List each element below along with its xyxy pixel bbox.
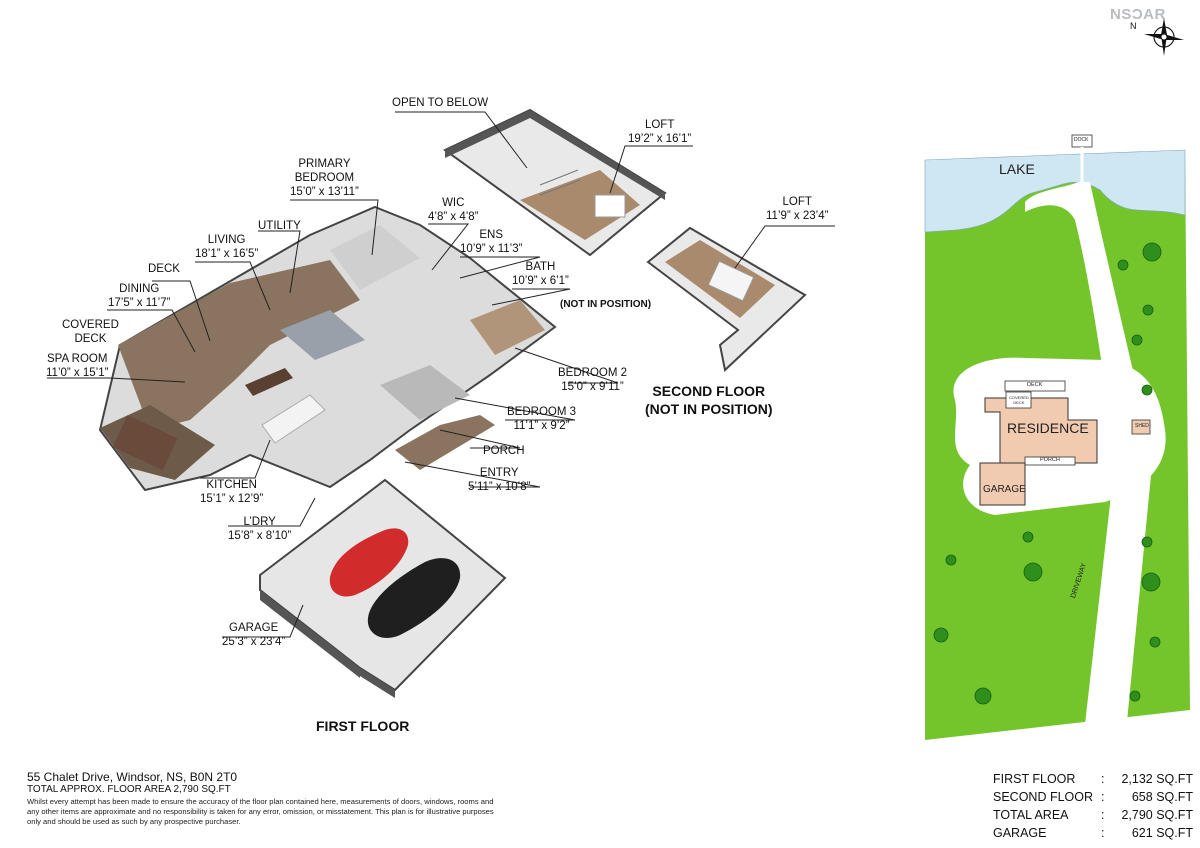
second-floor-title: SECOND FLOOR (NOT IN POSITION) (645, 383, 773, 417)
site-deck-shape (1004, 380, 1066, 392)
first-floor-main (98, 205, 557, 492)
site-covered-deck-shape (1005, 391, 1032, 409)
site-shed-shape (1131, 419, 1151, 435)
room-label-primary-bedroom: PRIMARY BEDROOM 15’0” x 13’11” (290, 158, 359, 198)
second-floor-loft-right (646, 226, 807, 372)
site-residence-shape (984, 397, 1098, 464)
area-summary: FIRST FLOOR:2,132 SQ.FT SECOND FLOOR:658… (993, 770, 1193, 842)
site-label-porch: PORCH (1040, 457, 1060, 463)
summary-row-garage: GARAGE:621 SQ.FT (993, 826, 1193, 840)
summary-row-second-floor: SECOND FLOOR:658 SQ.FT (993, 790, 1193, 804)
north-label: N (1130, 21, 1137, 31)
summary-row-total-area: TOTAL AREA:2,790 SQ.FT (993, 808, 1193, 822)
site-trees (933, 242, 1162, 705)
site-lake (924, 149, 1186, 233)
room-label-utility: UTILITY (258, 220, 301, 232)
address: 55 Chalet Drive, Windsor, NS, B0N 2T0 (27, 770, 238, 784)
first-floor-garage (259, 478, 507, 698)
floor-plan-illustration (98, 108, 807, 698)
site-label-dock: DOCK (1074, 137, 1089, 143)
first-floor-title: FIRST FLOOR (316, 718, 410, 734)
room-label-open-to-below: OPEN TO BELOW (392, 97, 489, 109)
room-label-not-in-position: (NOT IN POSITION) (560, 299, 652, 310)
site-label-shed: SHED (1135, 423, 1149, 429)
site-label-garage: GARAGE (983, 484, 1026, 495)
second-floor-loft-upper (443, 108, 667, 257)
site-driveway (1025, 182, 1153, 742)
site-porch-shape (1024, 456, 1076, 466)
room-label-deck: DECK (148, 263, 180, 275)
leader-lines (47, 111, 835, 638)
compass-icon (1144, 18, 1184, 56)
site-plan (924, 134, 1190, 742)
site-label-deck: DECK (1027, 382, 1043, 388)
summary-row-first-floor: FIRST FLOOR:2,132 SQ.FT (993, 772, 1193, 786)
room-label-porch: PORCH (483, 445, 525, 457)
disclaimer: Whilst every attempt has been made to en… (27, 797, 494, 827)
site-label-residence: RESIDENCE (1007, 420, 1089, 436)
site-label-lake: LAKE (999, 161, 1035, 177)
total-area-note: TOTAL APPROX. FLOOR AREA 2,790 SQ.FT (27, 784, 231, 795)
site-garage-shape (979, 462, 1026, 506)
logo: NSƆAR (1110, 6, 1166, 23)
